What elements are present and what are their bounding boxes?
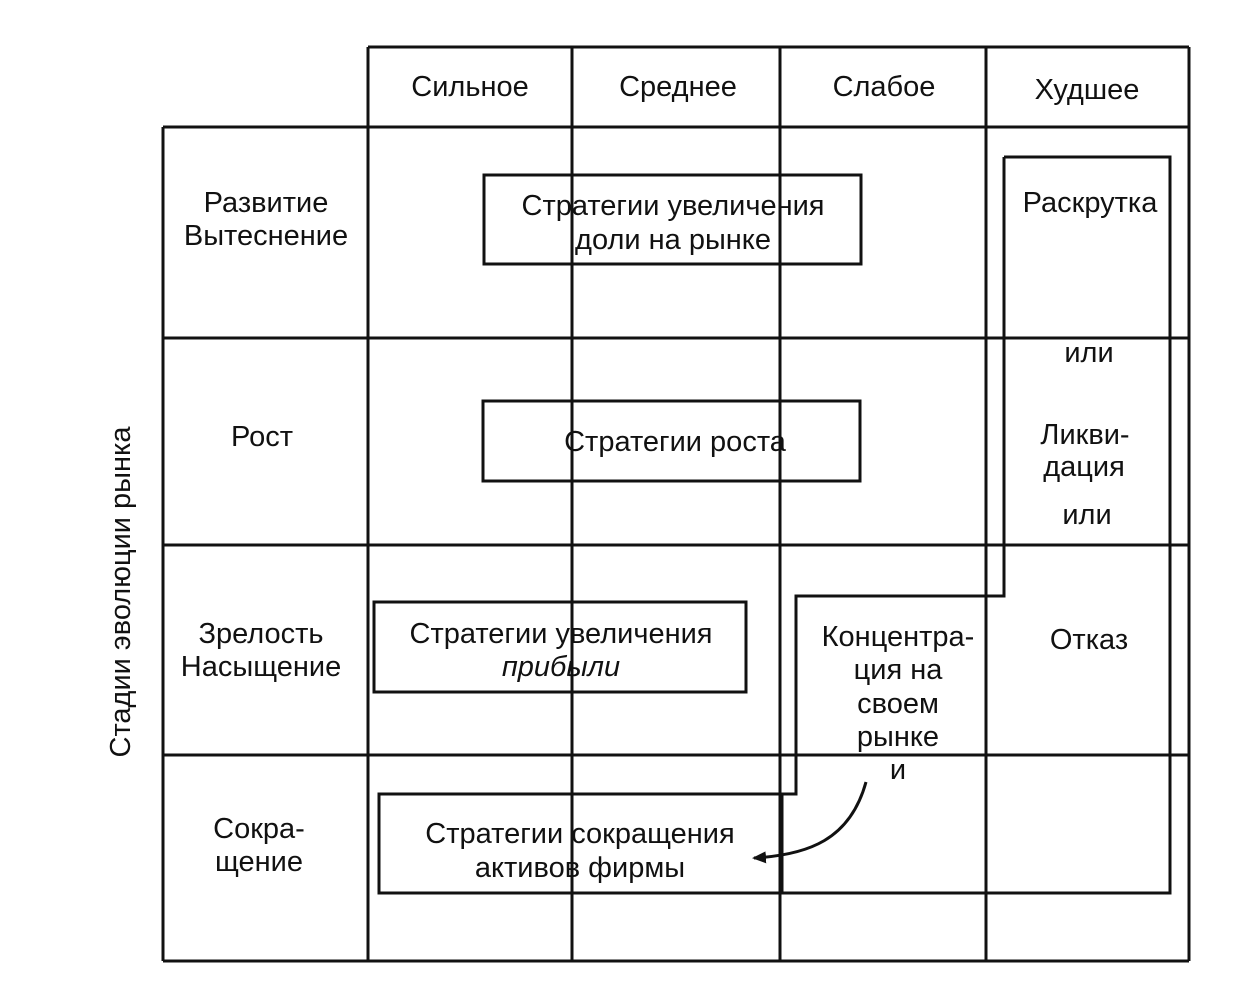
label-or-1: или — [1064, 337, 1113, 369]
grid-lines — [161, 45, 1191, 963]
box-market-share-line1: Стратегии увеличения — [522, 190, 825, 222]
label-concentration-line5: и — [890, 754, 906, 786]
row-header-growth: Рост — [231, 421, 293, 453]
axis-label-market-evolution: Стадии эволюции рынка — [105, 426, 137, 758]
outline-worst-column — [782, 155, 1172, 895]
column-header-weak: Слабое — [833, 71, 936, 103]
label-or-2: или — [1062, 499, 1111, 531]
box-growth-strategies — [481, 399, 862, 483]
column-header-medium: Среднее — [619, 71, 737, 103]
row-header-development-line1: Развитие — [204, 187, 329, 219]
column-header-worst: Худшее — [1035, 74, 1140, 106]
row-header-development-line2: Вытеснение — [184, 220, 348, 252]
box-profit-strategies — [372, 600, 748, 694]
box-asset-reduction-line2: активов фирмы — [475, 852, 685, 884]
row-header-maturity-line1: Зрелость — [198, 618, 323, 650]
label-spin-up: Раскрутка — [1023, 187, 1159, 219]
label-concentration-line2: ция на — [854, 654, 944, 686]
curved-arrow-icon — [752, 781, 868, 864]
label-concentration-line4: рынке — [857, 721, 939, 753]
row-header-maturity-line2: Насыщение — [181, 651, 341, 683]
label-refuse: Отказ — [1050, 624, 1128, 656]
label-liquidation-line1: Ликви- — [1040, 419, 1129, 451]
row-header-decline-line2: щение — [215, 846, 303, 878]
box-market-share-line2: доли на рынке — [575, 224, 771, 256]
box-market-share-strategies — [482, 173, 863, 266]
box-asset-reduction-strategies — [377, 792, 784, 895]
box-growth-label: Стратегии роста — [564, 426, 787, 458]
row-header-decline-line1: Сокра- — [213, 813, 305, 845]
label-liquidation-line2: дация — [1043, 451, 1125, 483]
column-header-strong: Сильное — [411, 71, 528, 103]
box-profit-line2: прибыли — [502, 651, 620, 683]
box-asset-reduction-line1: Стратегии сокращения — [425, 818, 734, 850]
label-concentration-line1: Концентра- — [822, 621, 975, 653]
box-profit-line1: Стратегии увеличения — [410, 618, 713, 650]
outline-concentration-bracket — [782, 157, 1006, 796]
label-concentration-line3: своем — [857, 688, 939, 720]
